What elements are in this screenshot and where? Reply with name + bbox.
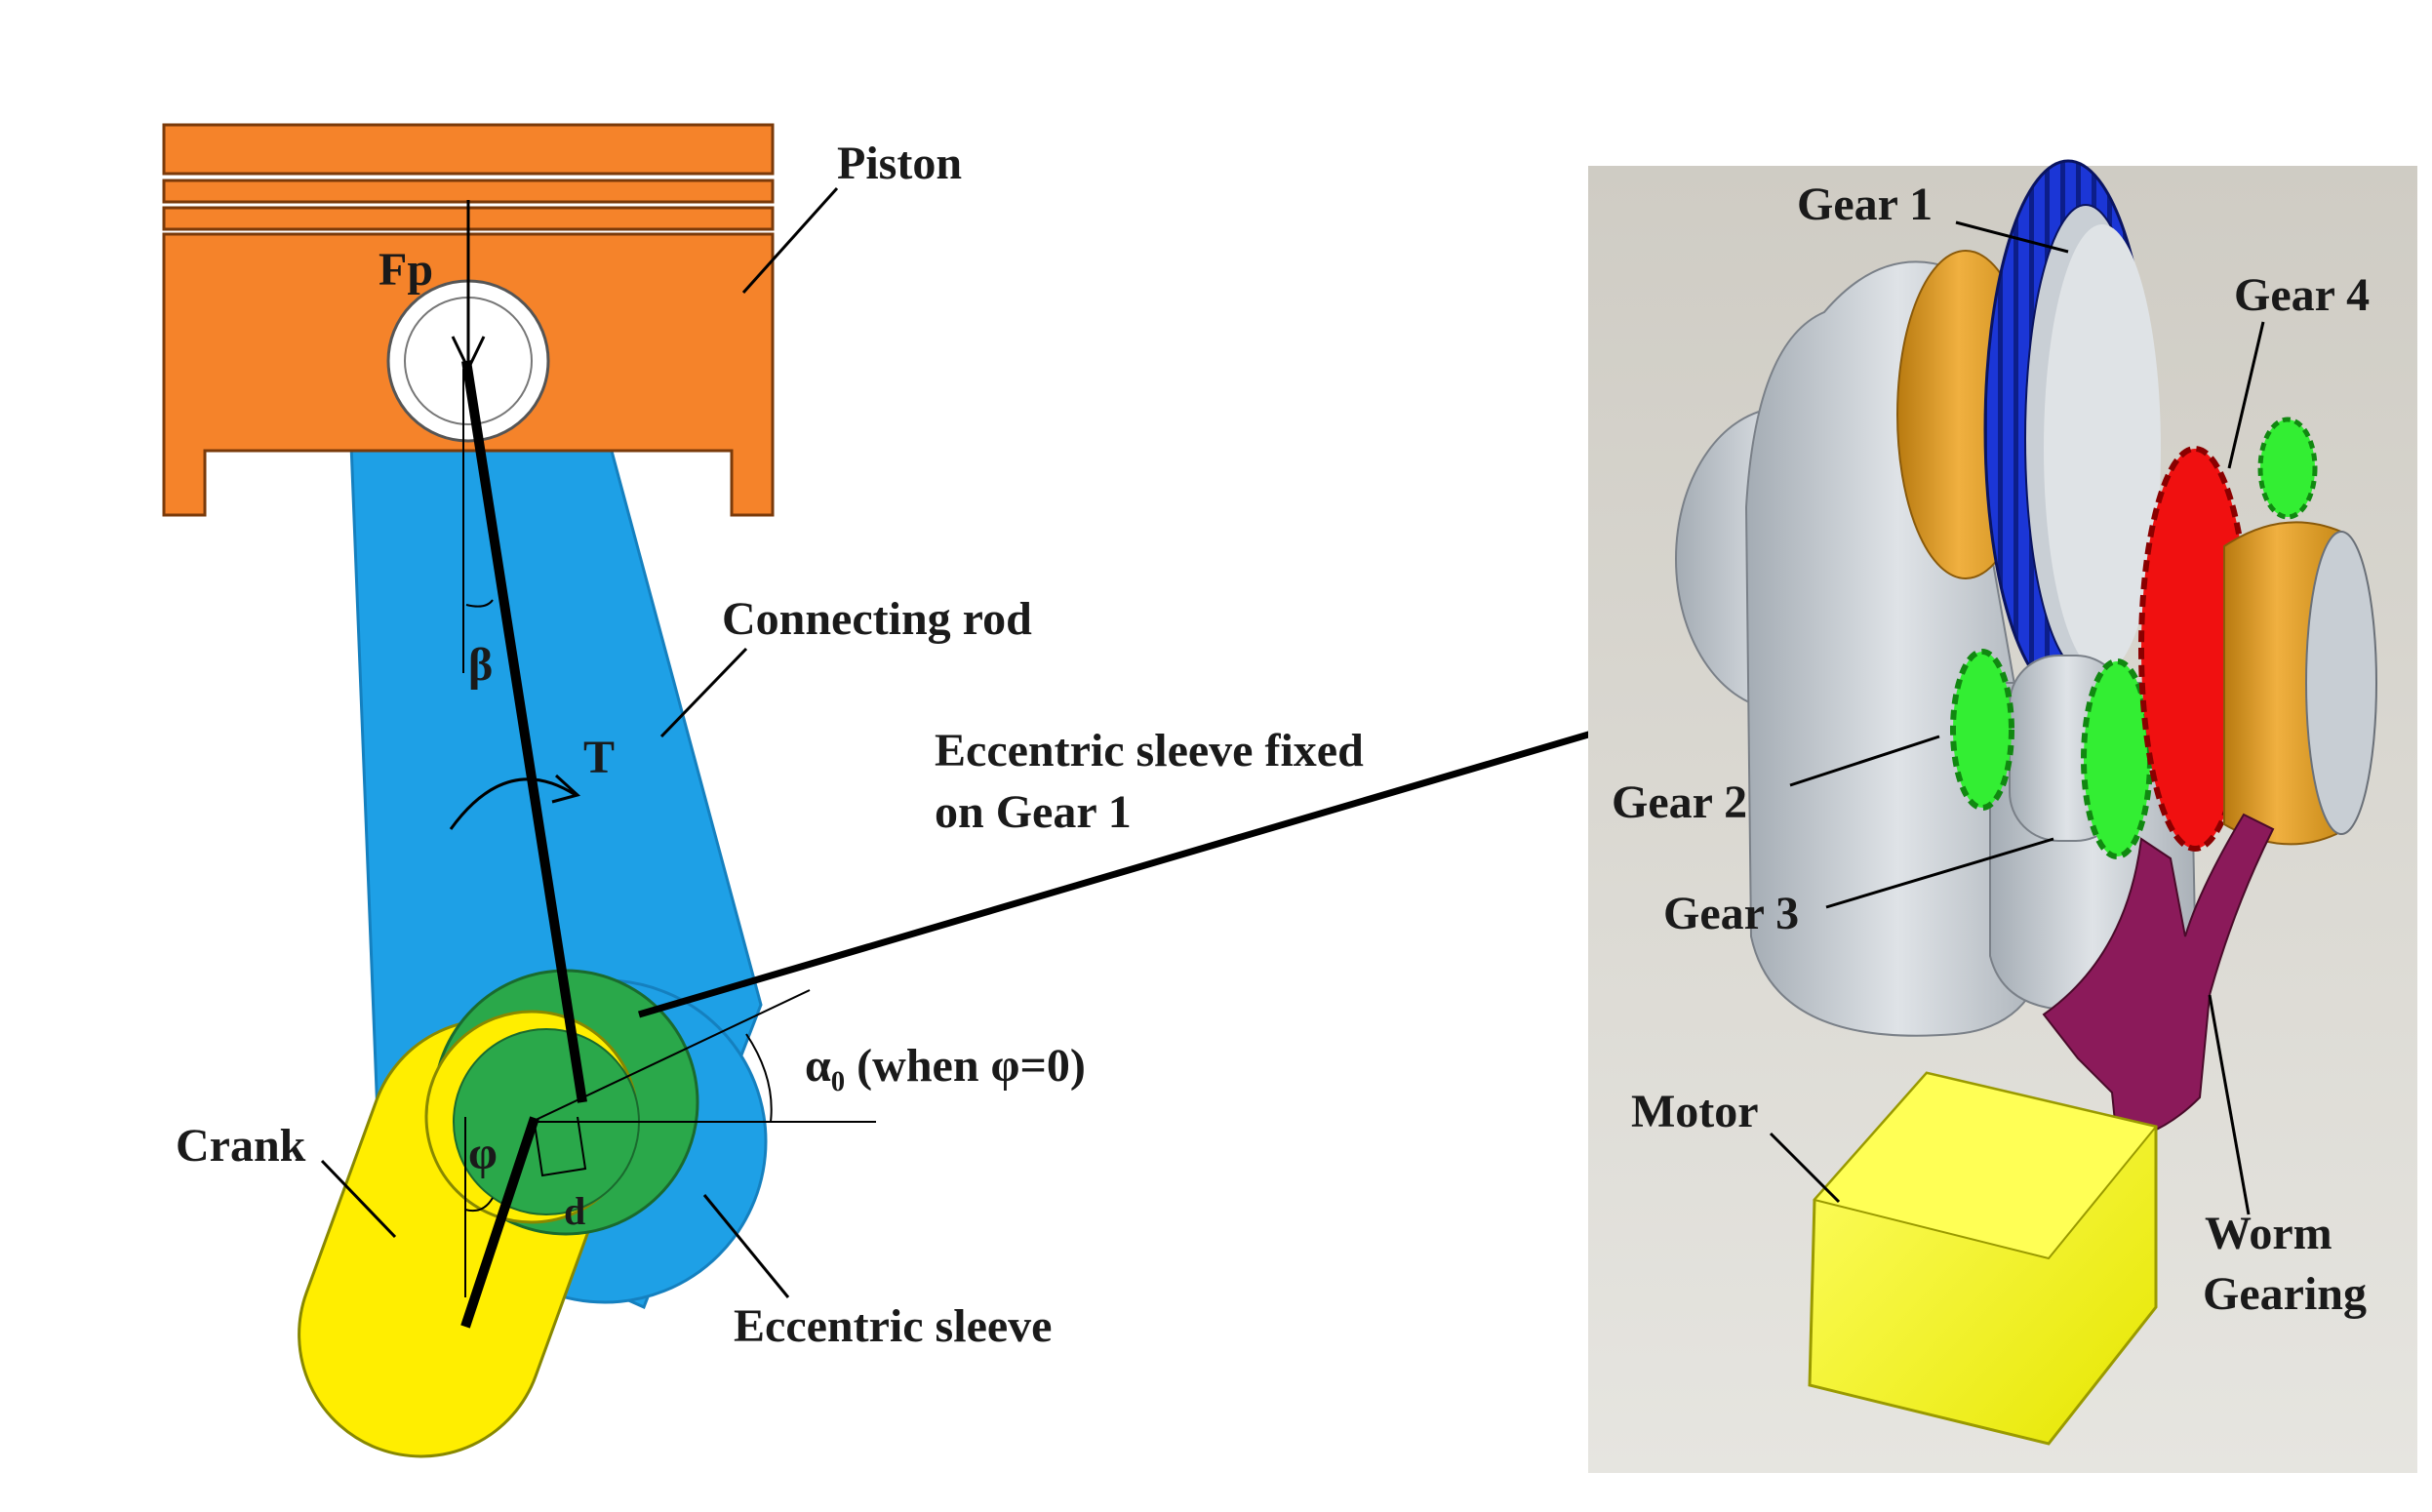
gear-2 [1950,649,2014,811]
eccentric-offset-line [531,989,811,1123]
alpha0-label: α₀ (when φ=0) [805,1040,1086,1092]
gear-2-label: Gear 2 [1612,776,1747,828]
labels: Piston Fp β T Connecting rod Eccentric s… [176,138,2370,1352]
render-3d [1588,159,2417,1473]
motor-leader [1769,1132,1841,1204]
fp-label: Fp [379,244,433,296]
gear-4-leader [2227,321,2265,469]
gear-1-label: Gear 1 [1797,179,1933,230]
gear-2-leader [1789,735,1940,787]
beta-arc [465,599,494,608]
torque-label: T [583,732,615,783]
gear-4-pinion [2257,417,2318,520]
phi-arc [464,1197,494,1213]
crank-axis [460,1116,539,1329]
d-right-angle-marker [534,1116,587,1177]
worm-label-line1: Worm [2205,1208,2332,1259]
phi-label: φ [468,1128,498,1179]
piston-label: Piston [837,138,962,189]
connecting-rod-leader [659,647,748,738]
worm-leader [2208,994,2251,1215]
motor-label: Motor [1631,1086,1759,1137]
gear-1-leader [1955,220,2069,254]
gear-4-label: Gear 4 [2234,269,2370,321]
torque-arrow-head [551,774,581,804]
eccentric-fixed-label-line2: on Gear 1 [935,786,1132,838]
eccentric-fixed-label-line1: Eccentric sleeve fixed [935,725,1364,776]
beta-label: β [468,639,493,691]
d-label: d [564,1189,585,1233]
gear-3-leader [1825,837,2054,909]
orange-sleeve-end [2305,531,2377,835]
schematic [162,123,2003,1458]
connecting-rod-axis [461,360,587,1103]
eccentric-sleeve-label: Eccentric sleeve [734,1300,1052,1352]
piston-leader [741,186,839,295]
worm-label-line2: Gearing [2203,1268,2367,1320]
connecting-rod-label: Connecting rod [722,593,1032,645]
torque-arrow [449,777,577,830]
eccentric-sleeve-leader [702,1194,790,1298]
crank-label: Crank [176,1120,306,1172]
alpha0-arc [745,1033,773,1123]
crank-leader [320,1159,397,1239]
gear-3-label: Gear 3 [1663,888,1799,939]
